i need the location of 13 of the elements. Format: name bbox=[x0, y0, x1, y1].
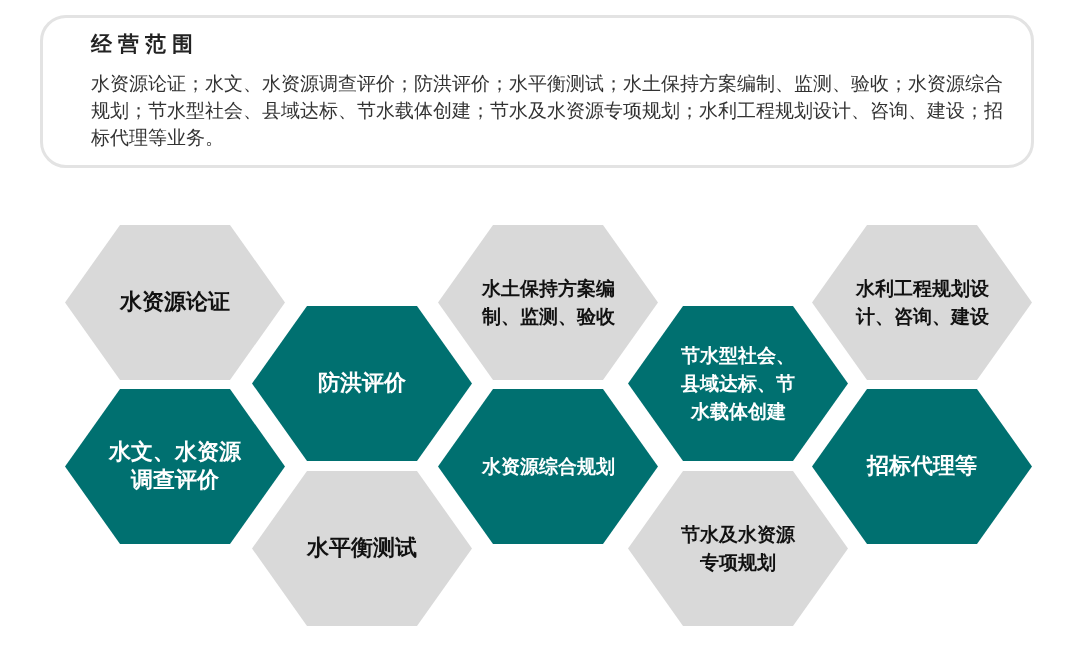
tile-label: 水利工程规划设计、咨询、建设 bbox=[855, 276, 989, 329]
tile-label: 招标代理等 bbox=[867, 452, 977, 480]
tile-label: 水文、水资源调查评价 bbox=[109, 438, 241, 494]
tile-label: 节水型社会、县域达标、节水载体创建 bbox=[681, 343, 795, 424]
info-panel bbox=[40, 15, 1034, 168]
tile-label: 水土保持方案编制、监测、验收 bbox=[481, 276, 615, 329]
panel-heading: 经营范围 bbox=[91, 31, 199, 58]
tile-label: 水资源综合规划 bbox=[481, 454, 615, 479]
tile-label: 水平衡测试 bbox=[307, 534, 417, 562]
tile-label: 防洪评价 bbox=[318, 369, 406, 397]
panel-paragraph: 水资源论证；水文、水资源调查评价；防洪评价；水平衡测试；水土保持方案编制、监测、验收；水资源综合规划；节水型社会、县域达标、节水载体创建；节水及水资源专项规划；水利工程规划设计、咨询、建设；招标代理等业务。 bbox=[91, 72, 1004, 150]
tile-label: 水资源论证 bbox=[120, 288, 230, 316]
tile-label: 节水及水资源专项规划 bbox=[681, 522, 795, 575]
